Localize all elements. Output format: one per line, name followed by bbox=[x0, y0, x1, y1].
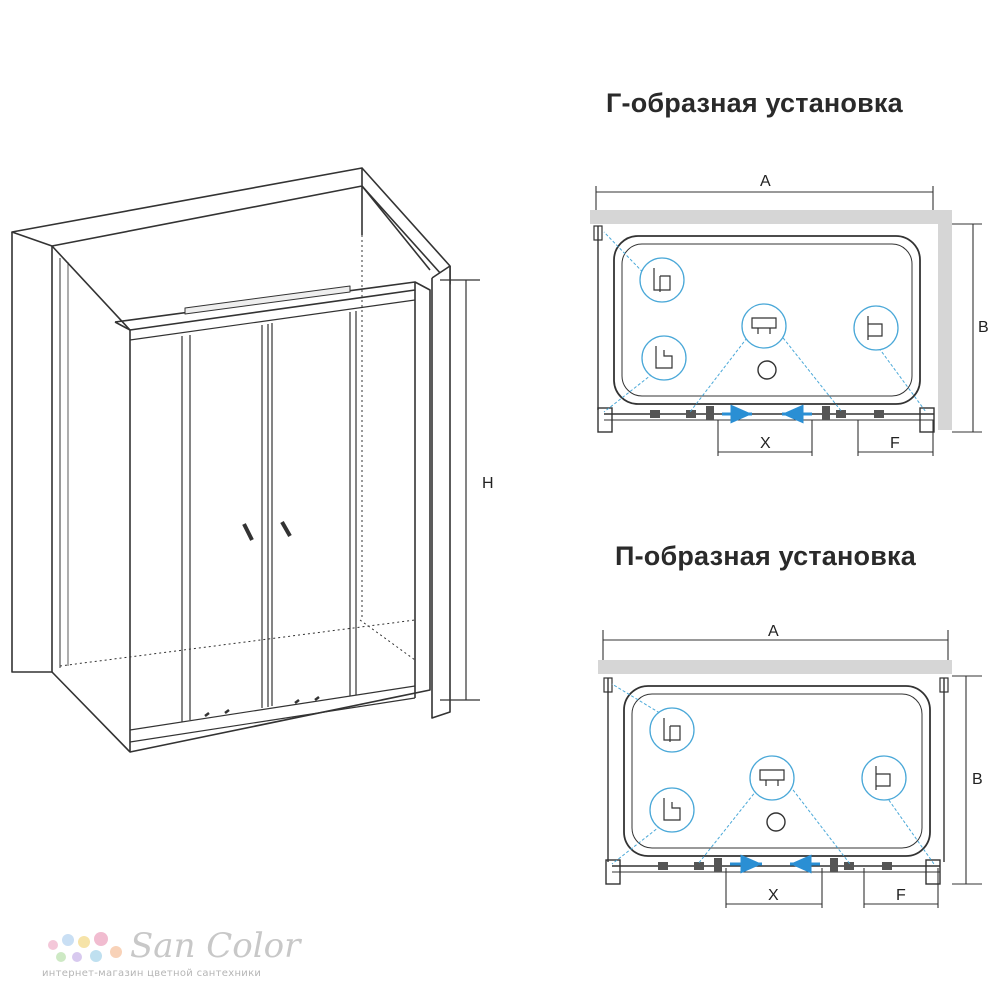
logo-dot-icon bbox=[62, 934, 74, 946]
logo-dot-icon bbox=[90, 950, 102, 962]
p-depth-label: B bbox=[972, 771, 983, 788]
logo-dot-icon bbox=[94, 932, 108, 946]
p-width-label: A bbox=[768, 623, 779, 640]
logo-tagline: интернет-магазин цветной сантехники bbox=[42, 968, 262, 979]
logo-dot-icon bbox=[56, 952, 66, 962]
logo-dot-icon bbox=[48, 940, 58, 950]
height-dimension bbox=[440, 279, 480, 701]
l-opening-label: X bbox=[760, 435, 771, 452]
logo-dot-icon bbox=[78, 936, 90, 948]
p-opening-label: X bbox=[768, 887, 779, 904]
p-install-title: П-образная установка bbox=[615, 541, 916, 571]
logo-name: San Color bbox=[130, 926, 301, 966]
p-install-plan bbox=[598, 630, 982, 908]
l-install-title: Г-образная установка bbox=[606, 88, 903, 118]
l-install-plan bbox=[590, 186, 982, 456]
l-offset-label: F bbox=[890, 435, 900, 452]
logo-dot-icon bbox=[72, 952, 82, 962]
l-width-label: A bbox=[760, 173, 771, 190]
shower-enclosure-3d bbox=[11, 167, 451, 753]
p-offset-label: F bbox=[896, 887, 906, 904]
l-depth-label: B bbox=[978, 319, 989, 336]
height-label: H bbox=[482, 475, 494, 492]
sancolor-logo: San Color интернет-магазин цветной санте… bbox=[40, 926, 300, 986]
logo-dot-icon bbox=[110, 946, 122, 958]
